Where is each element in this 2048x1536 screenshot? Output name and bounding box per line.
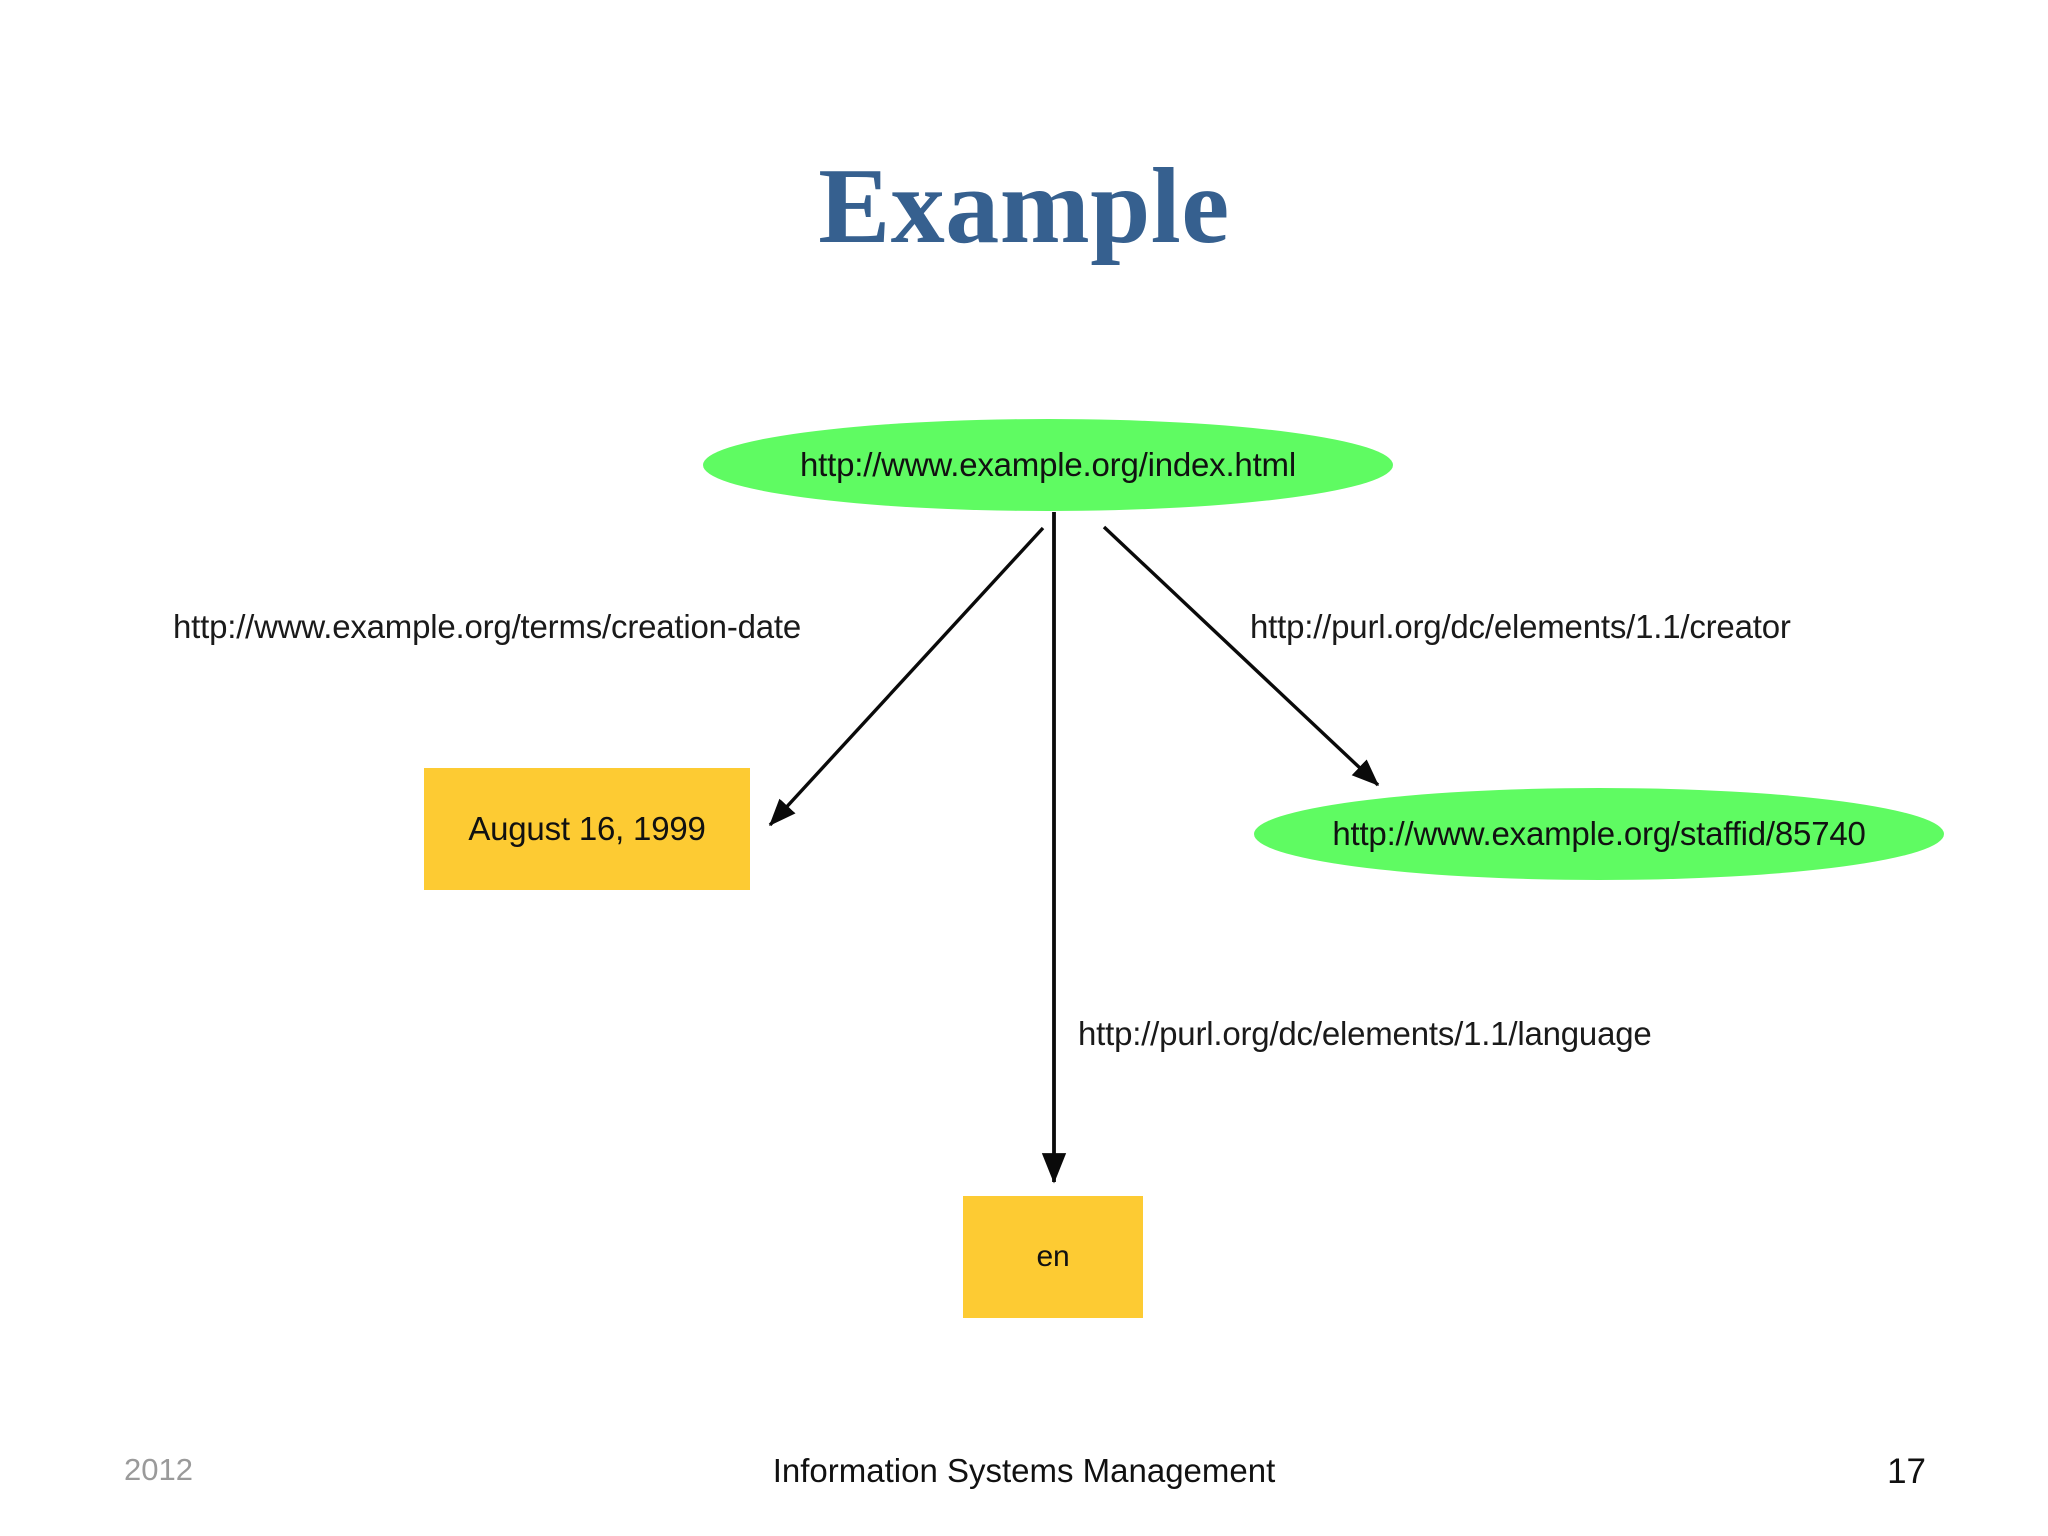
node-literal-creation-date[interactable]: August 16, 1999 [424, 768, 750, 890]
edge-creation-date [768, 526, 1045, 827]
edge-label-creation-date: http://www.example.org/terms/creation-da… [173, 608, 802, 645]
node-resource-staffid[interactable]: http://www.example.org/staffid/85740 [1254, 788, 1944, 880]
footer-year: 2012 [124, 1452, 193, 1487]
edge-label-creator: http://purl.org/dc/elements/1.1/creator [1250, 608, 1791, 645]
footer-page-number: 17 [1887, 1452, 1926, 1491]
page-title: Example [818, 147, 1230, 266]
footer-course-title: Information Systems Management [772, 1452, 1276, 1489]
node-literal-language[interactable]: en [963, 1196, 1143, 1318]
node-resource-index-html[interactable]: http://www.example.org/index.html [703, 419, 1393, 511]
edge-creator [1102, 525, 1380, 787]
edge-label-language: http://purl.org/dc/elements/1.1/language [1078, 1015, 1652, 1052]
slide-footer: 2012 Information Systems Management 17 [0, 1452, 2048, 1512]
